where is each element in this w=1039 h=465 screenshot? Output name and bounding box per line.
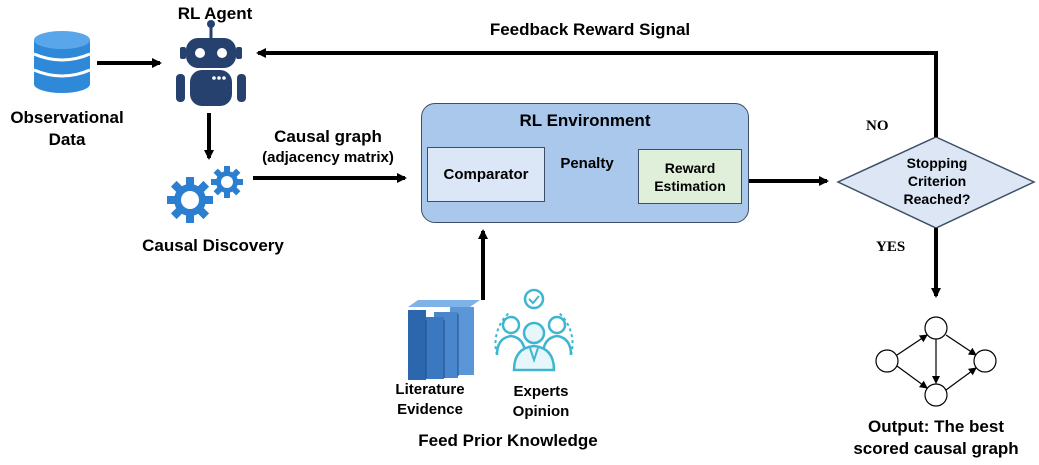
rl-agent-label: RL Agent bbox=[177, 4, 253, 23]
reward-estimation-box: Reward Estimation bbox=[638, 149, 742, 204]
feedback-label: Feedback Reward Signal bbox=[489, 20, 691, 39]
literature-line-2: Evidence bbox=[397, 401, 463, 418]
graph-icon bbox=[875, 316, 997, 407]
rl-environment-title: RL Environment bbox=[519, 111, 651, 130]
database-icon bbox=[33, 31, 91, 93]
gears-icon bbox=[167, 166, 243, 223]
causal-discovery-label: Causal Discovery bbox=[142, 236, 284, 255]
robot-icon bbox=[176, 20, 246, 106]
comparator-box: Comparator bbox=[427, 147, 545, 202]
causal-graph-label: Causal graph bbox=[274, 127, 382, 146]
adjacency-matrix-label: (adjacency matrix) bbox=[262, 149, 394, 166]
observational-data-label: Observational Data bbox=[0, 107, 134, 151]
experts-line-1: Experts bbox=[513, 383, 569, 400]
stopping-criterion-label: Stopping Criterion Reached? bbox=[903, 155, 971, 207]
experts-icon bbox=[494, 288, 574, 372]
output-line-1: Output: The best bbox=[868, 417, 1004, 436]
literature-line-1: Literature bbox=[395, 381, 465, 398]
no-label: NO bbox=[866, 118, 889, 134]
observational-line-2: Data bbox=[48, 130, 86, 149]
output-label: Output: The best scored causal graph bbox=[836, 416, 1036, 460]
output-line-2: scored causal graph bbox=[853, 439, 1019, 458]
arrows bbox=[97, 48, 941, 300]
literature-label: Literature Evidence bbox=[388, 380, 472, 420]
experts-label: Experts Opinion bbox=[501, 382, 581, 422]
experts-line-2: Opinion bbox=[512, 403, 570, 420]
penalty-label: Penalty bbox=[560, 155, 614, 172]
feed-prior-knowledge-label: Feed Prior Knowledge bbox=[418, 431, 598, 450]
books-icon bbox=[408, 300, 480, 380]
yes-label: YES bbox=[876, 239, 906, 255]
observational-line-1: Observational bbox=[10, 108, 124, 127]
